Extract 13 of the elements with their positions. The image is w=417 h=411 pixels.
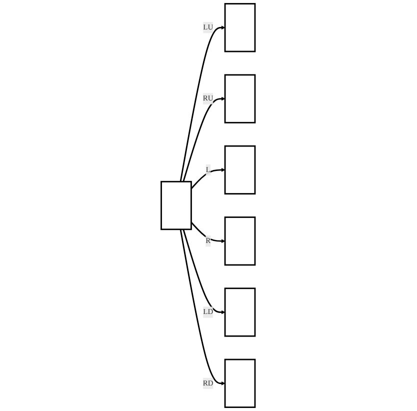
- node-box: [224, 74, 256, 124]
- arrow: [191, 168, 226, 190]
- arrow: [180, 229, 226, 386]
- arrow: [183, 229, 226, 314]
- arrow: [183, 96, 226, 182]
- arrow: [180, 26, 226, 182]
- node-box: [224, 145, 256, 194]
- node-box: [160, 180, 192, 230]
- node-box: [224, 358, 256, 408]
- node-box: [224, 3, 256, 52]
- node-box: [224, 216, 256, 266]
- arrow: [191, 222, 226, 244]
- node-box: [224, 288, 256, 337]
